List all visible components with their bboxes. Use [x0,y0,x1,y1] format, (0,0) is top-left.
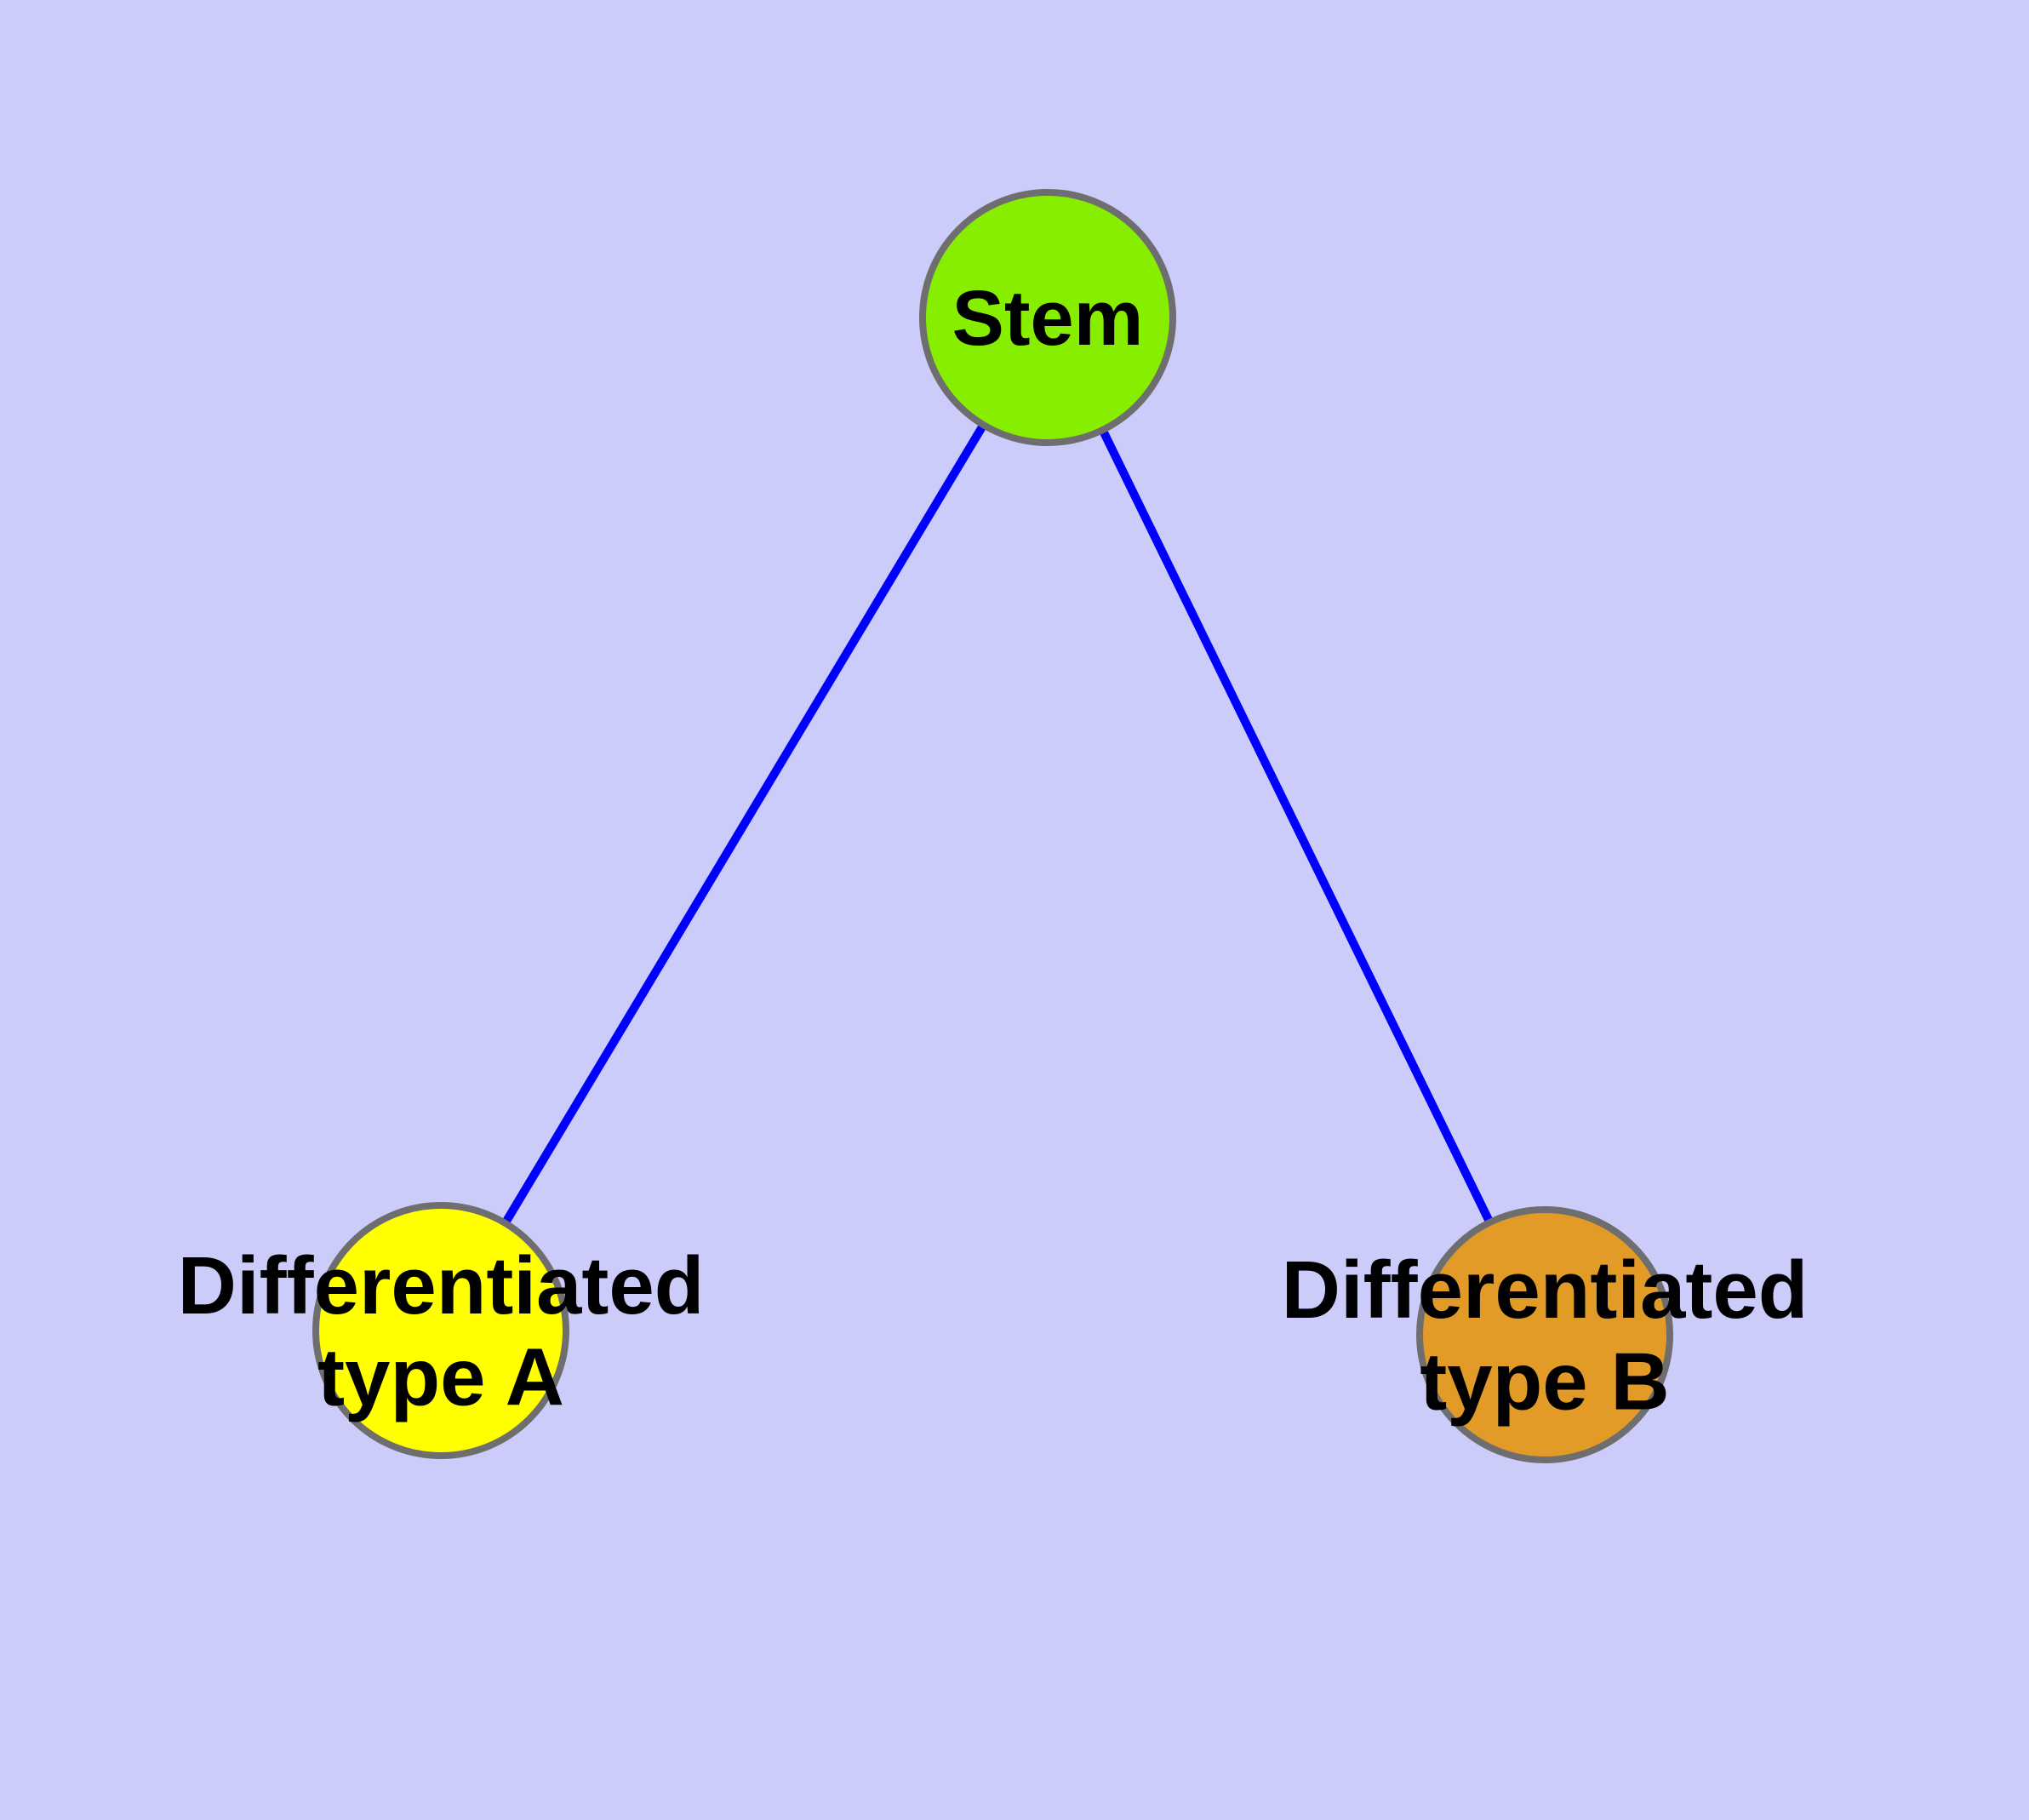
node-label-stem: Stem [952,275,1144,362]
node-differentiated-type-a[interactable] [312,1202,569,1459]
edge-stem-to-differentiated-type-b[interactable] [1099,429,1494,1223]
node-differentiated-type-b[interactable] [1416,1206,1673,1463]
node-label-line: type B [1420,1336,1669,1427]
edge-stem-to-differentiated-type-a[interactable] [502,424,986,1224]
node-label-line: Differentiated [178,1240,705,1331]
node-label-line: type A [317,1331,564,1422]
node-label-line: Stem [952,275,1144,362]
node-stem[interactable] [919,189,1176,446]
edges-layer [502,424,1494,1224]
nodes-layer [312,189,1673,1463]
node-label-line: Differentiated [1282,1245,1809,1336]
